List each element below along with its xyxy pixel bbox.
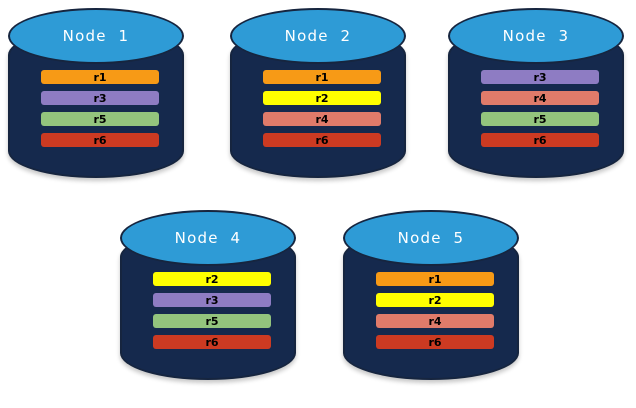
- replica-bar[interactable]: r5: [153, 314, 271, 328]
- replica-bar[interactable]: r3: [41, 91, 159, 105]
- replica-bar[interactable]: r5: [481, 112, 599, 126]
- replica-list: r1 r2 r4 r6: [263, 70, 381, 147]
- replica-bar[interactable]: r6: [481, 133, 599, 147]
- replica-list: r1 r2 r4 r6: [376, 272, 494, 349]
- node-top-ellipse: [8, 8, 184, 64]
- node-top-ellipse: [343, 210, 519, 266]
- replica-list: r2 r3 r5 r6: [153, 272, 271, 349]
- replica-bar[interactable]: r4: [481, 91, 599, 105]
- replica-bar[interactable]: r4: [376, 314, 494, 328]
- replica-list: r3 r4 r5 r6: [481, 70, 599, 147]
- node-top-ellipse: [448, 8, 624, 64]
- replica-bar[interactable]: r4: [263, 112, 381, 126]
- replica-list: r1 r3 r5 r6: [41, 70, 159, 147]
- replica-bar[interactable]: r6: [376, 335, 494, 349]
- replica-bar[interactable]: r6: [263, 133, 381, 147]
- replica-bar[interactable]: r1: [376, 272, 494, 286]
- replica-bar[interactable]: r1: [41, 70, 159, 84]
- replica-bar[interactable]: r6: [41, 133, 159, 147]
- replica-bar[interactable]: r2: [263, 91, 381, 105]
- replica-bar[interactable]: r1: [263, 70, 381, 84]
- replica-bar[interactable]: r6: [153, 335, 271, 349]
- node-top-ellipse: [120, 210, 296, 266]
- node-top-ellipse: [230, 8, 406, 64]
- replica-bar[interactable]: r3: [153, 293, 271, 307]
- replica-bar[interactable]: r3: [481, 70, 599, 84]
- replica-bar[interactable]: r5: [41, 112, 159, 126]
- replica-bar[interactable]: r2: [153, 272, 271, 286]
- replica-bar[interactable]: r2: [376, 293, 494, 307]
